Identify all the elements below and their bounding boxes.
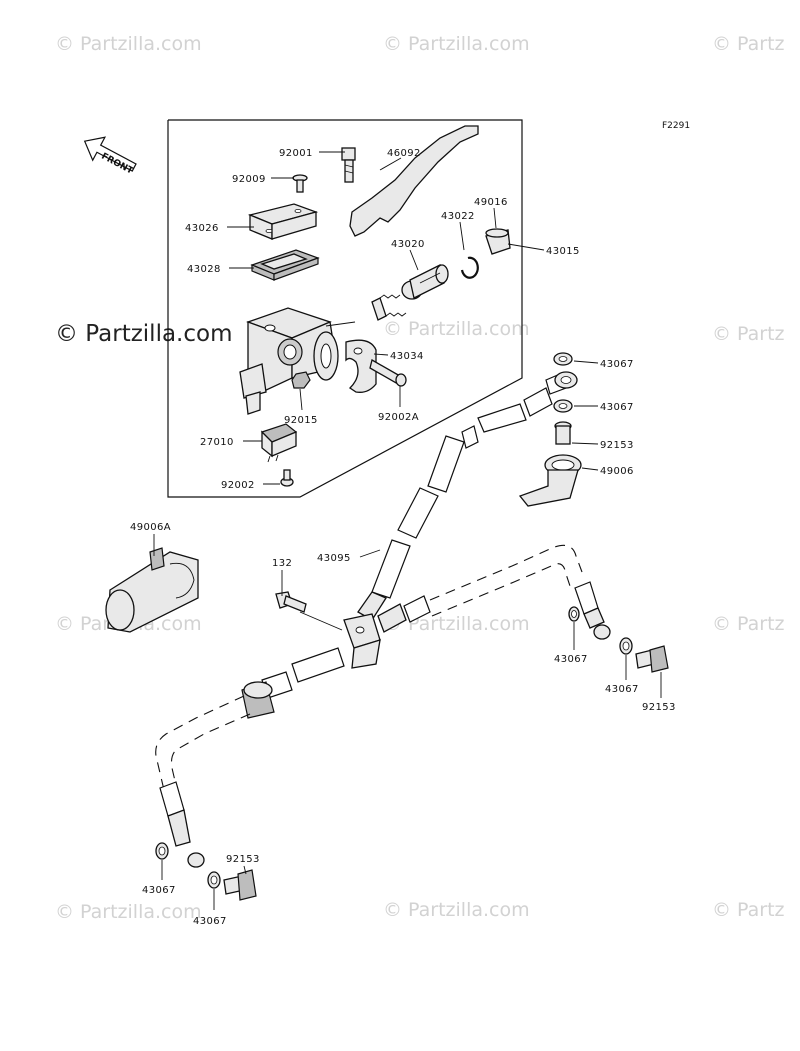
leader-lines [153,151,662,910]
callout-43067: 43067 [142,885,176,896]
callout-49006: 49006 [600,466,634,477]
callout-92002: 92002 [221,480,255,491]
master-cylinder-body [239,307,356,415]
piston-kit-43020 [371,264,449,321]
hose-right [377,544,611,640]
nut-92015 [291,371,311,389]
callout-43067: 43067 [600,359,634,370]
bolt-132 [275,591,307,613]
watermark: © Partz [712,613,785,635]
callout-43020: 43020 [391,239,425,250]
callout-92009: 92009 [232,174,266,185]
fittings-bottom-left [155,842,257,901]
watermark: © Partzilla.com [383,613,530,635]
callout-43034: 43034 [390,351,424,362]
callout-49006A: 49006A [130,522,171,533]
callout-27010: 27010 [200,437,234,448]
brake-joint-block [343,613,381,669]
front-direction-arrow: FRONT [83,136,137,177]
clamp-bolt-92002A [369,359,407,387]
figure-code: F2291 [662,121,690,131]
cover-49006 [518,454,582,507]
switch-screw-92002 [280,469,294,487]
diaphragm-43028 [250,249,320,281]
watermark: © Partz [712,33,785,55]
dust-boot-49016 [485,228,511,255]
watermark-main: © Partzilla.com [55,321,233,347]
pivot-bolt-92001 [341,147,356,183]
watermark: © Partzilla.com [55,33,202,55]
callout-43067: 43067 [600,402,634,413]
callout-92153: 92153 [226,854,260,865]
watermark: © Partz [712,899,785,921]
reservoir-cap-43026 [247,203,319,240]
brake-switch-27010 [260,423,298,463]
watermark: © Partzilla.com [383,33,530,55]
callout-43015: 43015 [546,246,580,257]
callout-43067: 43067 [554,654,588,665]
hose-43095 [357,373,567,621]
callout-43028: 43028 [187,264,221,275]
circlip-43022 [460,256,479,279]
callout-92002A: 92002A [378,412,419,423]
callout-92015: 92015 [284,415,318,426]
callout-92153: 92153 [642,702,676,713]
watermark: © Partzilla.com [55,901,202,923]
callout-132: 132 [272,558,292,569]
callout-43095: 43095 [317,553,351,564]
callout-92153: 92153 [600,440,634,451]
fittings-bottom-right [568,606,669,673]
fittings-top-right [553,352,578,445]
callout-43026: 43026 [185,223,219,234]
watermark-layer: © Partzilla.com © Partzilla.com © Partz … [55,33,785,923]
watermark: © Partzilla.com [383,899,530,921]
cover-49006A [105,547,199,633]
cover-screw-92009 [292,174,308,193]
clamp-43034 [345,339,377,393]
watermark: © Partz [712,323,785,345]
callout-43067: 43067 [193,916,227,927]
callout-92001: 92001 [279,148,313,159]
callout-labels: 92001 46092 92009 43026 43022 49016 4302… [130,148,676,927]
callout-43022: 43022 [441,211,475,222]
callout-49016: 49016 [474,197,508,208]
brake-lever-46092 [349,125,479,237]
callout-43067: 43067 [605,684,639,695]
callout-46092: 46092 [387,148,421,159]
watermark: © Partzilla.com [383,318,530,340]
assembly-box-43015 [167,119,523,498]
hose-left [155,647,345,868]
